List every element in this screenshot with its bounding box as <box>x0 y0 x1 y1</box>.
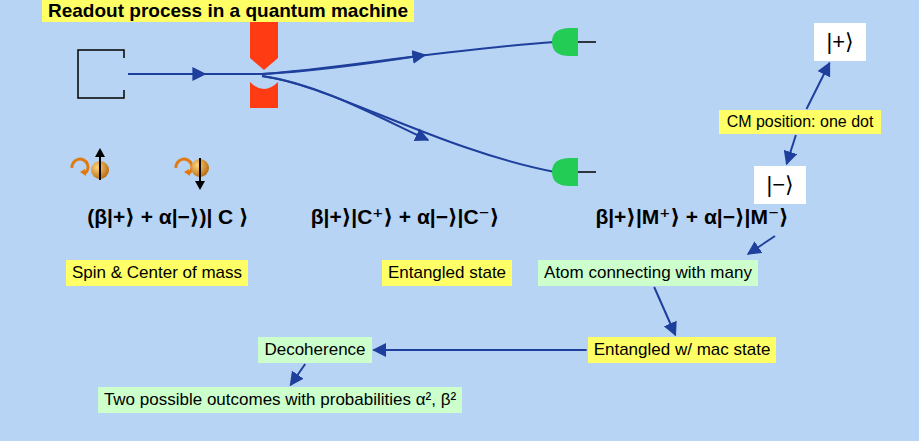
formula: β|+⟩|M⁺⟩ + α|−⟩|M⁻⟩ <box>595 205 788 229</box>
process-box: Atom connecting with many <box>538 260 758 286</box>
connector-arrow <box>290 364 305 385</box>
beam-down <box>262 76 555 172</box>
node-text: CM position: one dot <box>727 113 874 131</box>
connector-arrow <box>807 63 830 109</box>
formula: β|+⟩|C⁺⟩ + α|−⟩|C⁻⟩ <box>311 205 500 229</box>
connector-arrow <box>374 349 587 351</box>
beam-up <box>262 42 555 74</box>
node-text: |−⟩ <box>766 172 793 198</box>
source-box <box>78 50 124 98</box>
beam-up-arrow <box>262 55 425 74</box>
node-text: Two possible outcomes with probabilities… <box>104 390 456 410</box>
state-box: |−⟩ <box>754 166 805 204</box>
node-text: Atom connecting with many <box>544 263 752 283</box>
process-box: Two possible outcomes with probabilities… <box>98 387 462 413</box>
node-text: Decoherence <box>264 340 365 360</box>
magnet-south <box>250 82 278 108</box>
detector-lead <box>578 171 596 173</box>
connector-arrow <box>654 287 675 335</box>
note-box: Entangled w/ mac state <box>588 337 777 363</box>
node-text: Spin & Center of mass <box>72 263 242 283</box>
connector-arrow <box>787 135 796 164</box>
spin-down-icon <box>176 158 209 190</box>
beam <box>128 73 262 75</box>
detector <box>552 28 578 56</box>
node-text: |+⟩ <box>826 29 853 55</box>
formula: (β|+⟩ + α|−⟩)| C ⟩ <box>87 205 248 229</box>
beam-down-arrow <box>262 76 428 140</box>
note-box: CM position: one dot <box>719 110 882 134</box>
beam-arrow <box>128 73 205 75</box>
node-text: Entangled state <box>388 263 506 283</box>
detector-lead <box>578 41 596 43</box>
note-box: Entangled state <box>382 260 512 286</box>
title: Readout process in a quantum machine <box>42 0 414 22</box>
node-text: Entangled w/ mac state <box>594 340 771 360</box>
note-box: Spin & Center of mass <box>66 260 248 286</box>
detector <box>552 158 578 186</box>
spin-up-icon <box>72 148 109 180</box>
state-box: |+⟩ <box>814 23 865 61</box>
leader-arrow <box>748 236 775 254</box>
process-box: Decoherence <box>258 337 371 363</box>
magnet-north <box>250 22 278 70</box>
